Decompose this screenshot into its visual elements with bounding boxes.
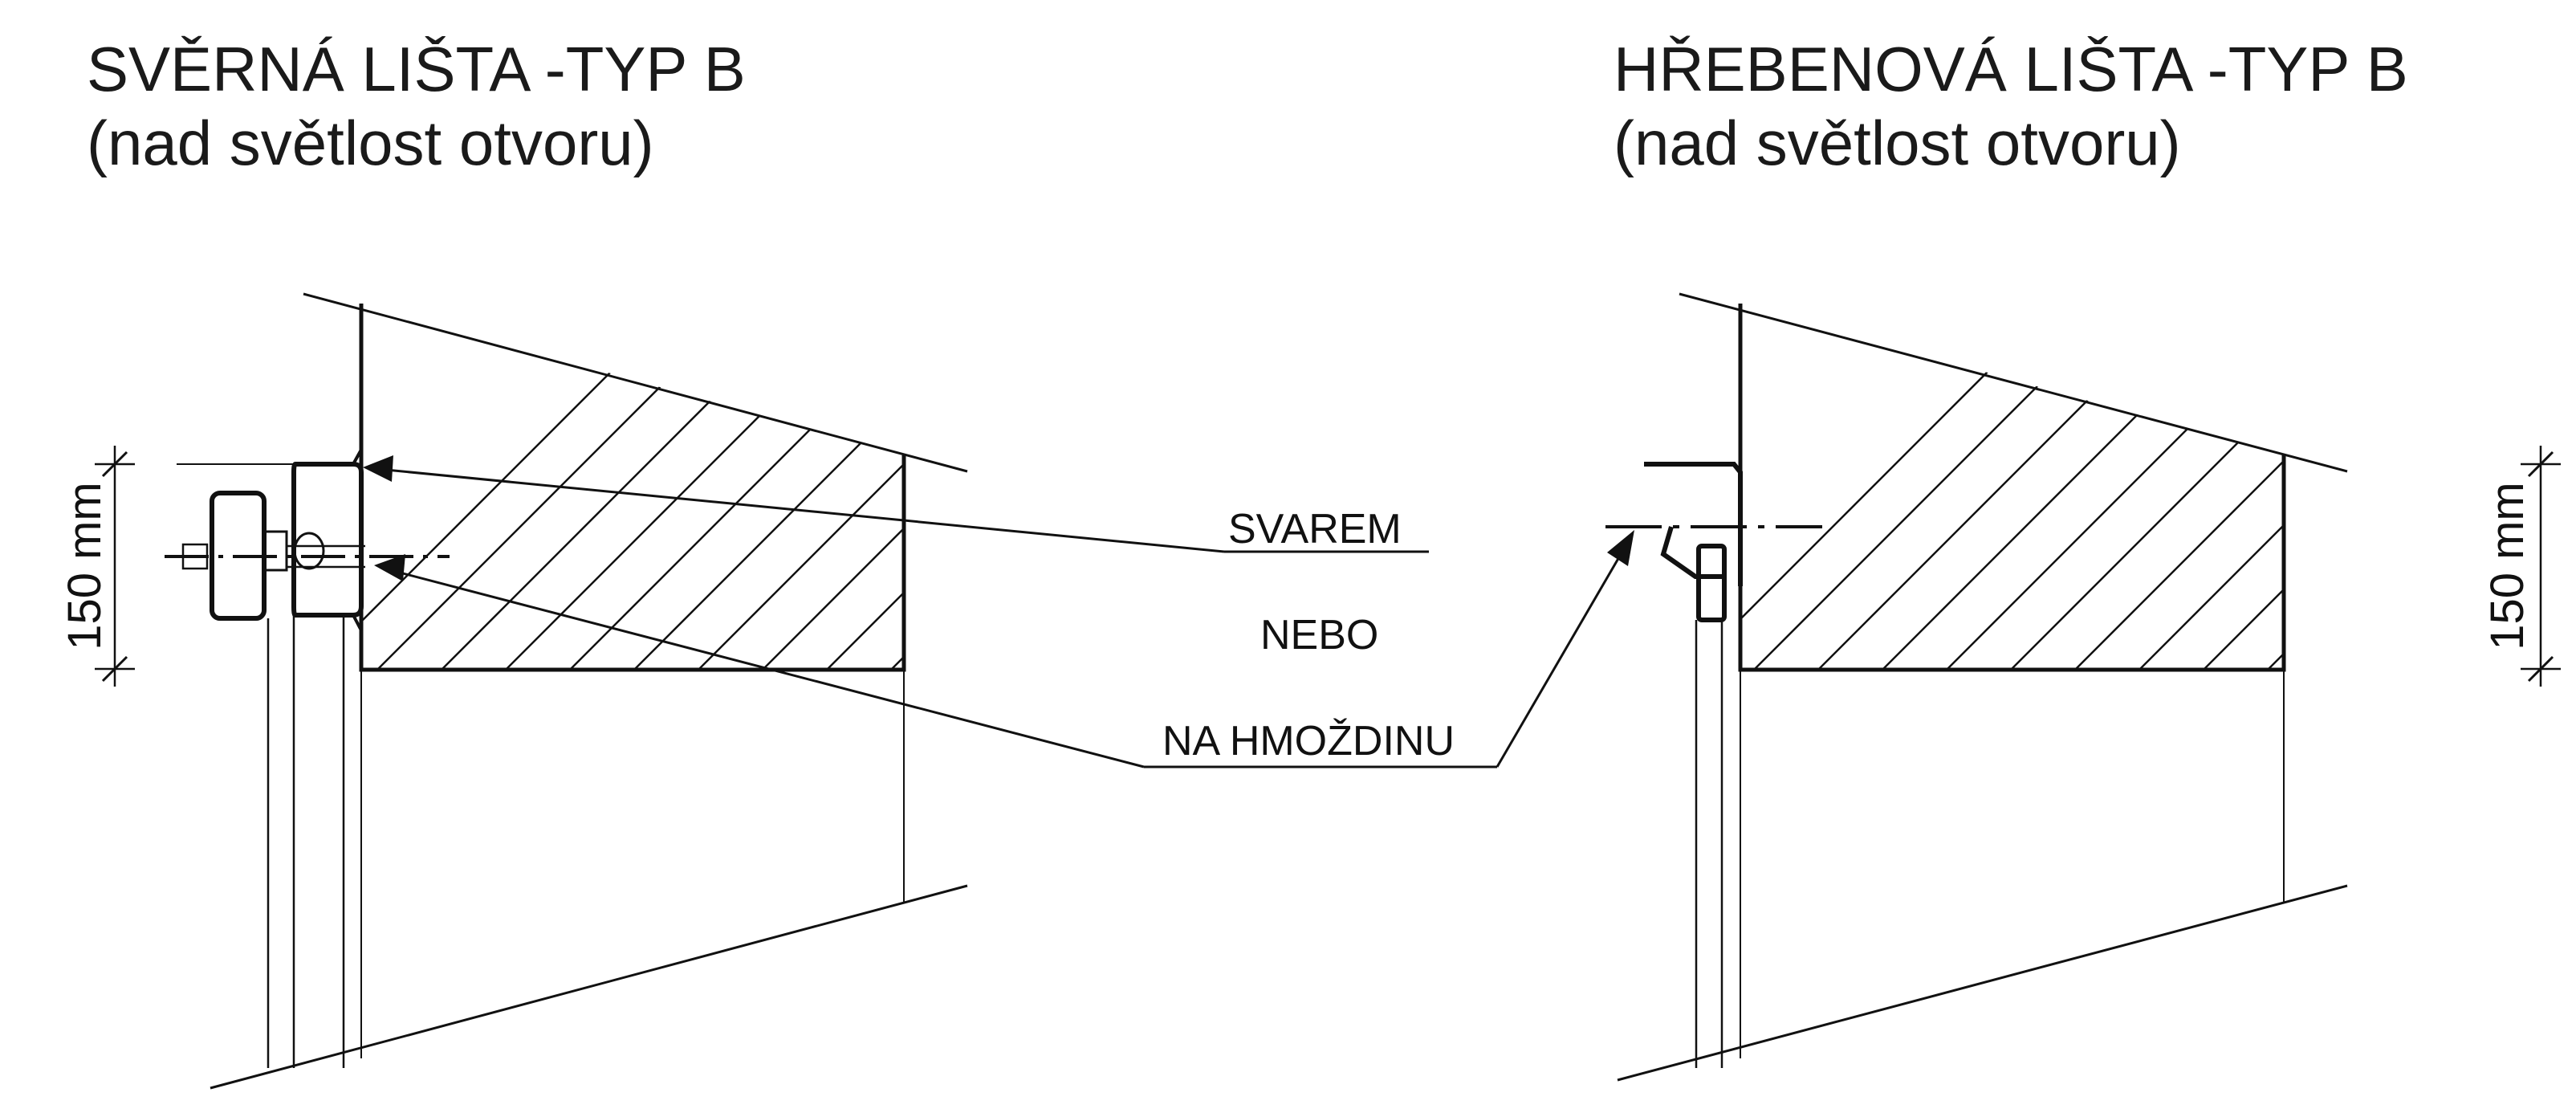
left-dowel-head xyxy=(262,530,288,572)
left-clamp-rail xyxy=(291,462,364,618)
right-lintel-section xyxy=(1605,292,2561,1082)
right-comb-hook xyxy=(1660,526,1726,579)
right-frame-profile xyxy=(1696,544,1727,622)
callout-or: NEBO xyxy=(1260,612,1378,658)
right-wall-top-edge xyxy=(1679,292,2348,473)
left-dowel-nut xyxy=(181,543,209,570)
left-dimension-label: 150 mm xyxy=(59,482,111,650)
left-callout-leaders xyxy=(368,467,1497,768)
left-lintel-hatch xyxy=(361,304,904,670)
callout-anchor: NA HMOŽDINU xyxy=(1162,718,1455,764)
right-lintel-outline xyxy=(1738,304,2286,672)
left-arrow-weld xyxy=(363,455,393,482)
left-floor-edge xyxy=(210,884,968,1090)
right-dimension-label: 150 mm xyxy=(2481,482,2533,650)
left-lintel-outline xyxy=(359,304,906,672)
right-lintel-hatch xyxy=(1740,304,2284,670)
right-callout-leader xyxy=(1496,545,1627,768)
right-floor-edge xyxy=(1617,884,2348,1082)
left-lintel-section xyxy=(95,292,968,1090)
left-title-line1: SVĚRNÁ LIŠTA -TYP B xyxy=(87,34,746,104)
left-arrow-dowel xyxy=(374,554,405,581)
left-title-line2: (nad světlost otvoru) xyxy=(87,108,654,178)
left-wall-top-edge xyxy=(303,292,968,473)
right-comb-rail xyxy=(1644,462,1743,586)
left-dowel-eye xyxy=(293,532,325,570)
right-title-line1: HŘEBENOVÁ LIŠTA -TYP B xyxy=(1614,34,2408,104)
right-arrow-anchor xyxy=(1607,530,1634,566)
right-title-line2: (nad světlost otvoru) xyxy=(1614,108,2181,178)
callout-weld: SVAREM xyxy=(1228,506,1402,552)
